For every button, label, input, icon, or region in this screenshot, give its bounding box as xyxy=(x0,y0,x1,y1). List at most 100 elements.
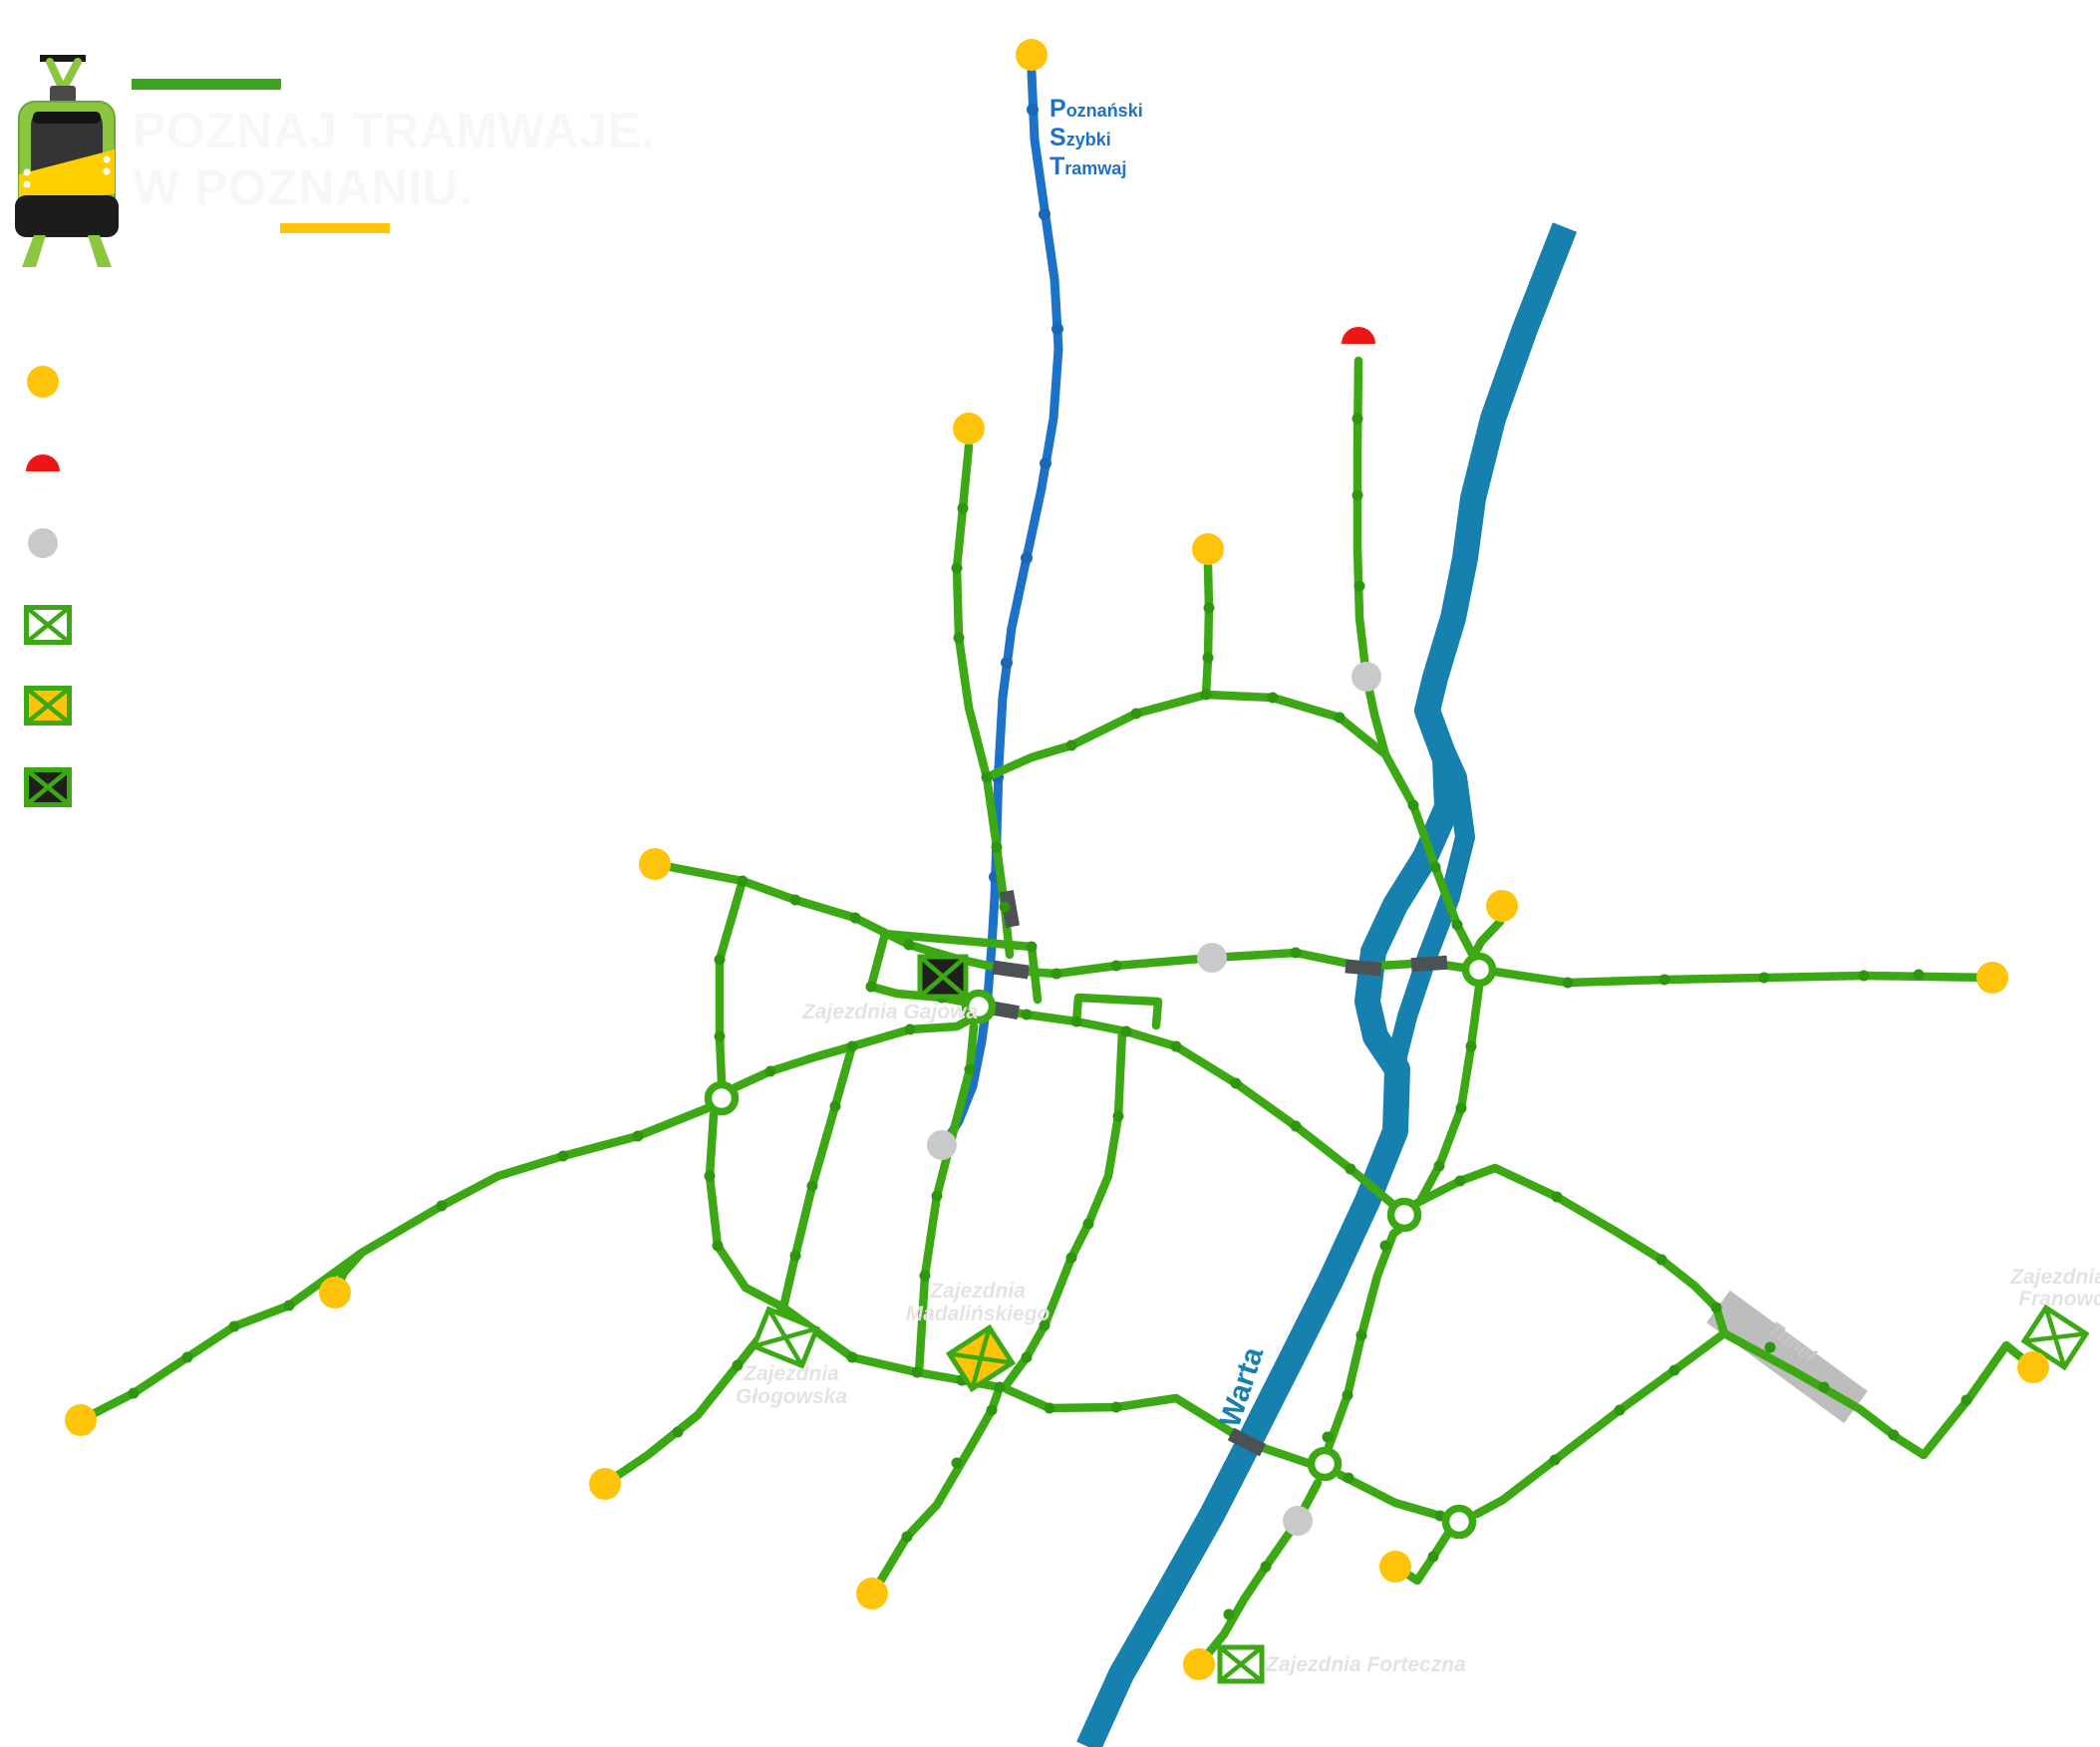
tram-stop xyxy=(1379,1240,1391,1252)
tram-stop xyxy=(1044,1402,1055,1414)
tram-stop xyxy=(1112,1110,1124,1122)
tram-stop xyxy=(1021,1009,1033,1020)
pst-stop xyxy=(1001,657,1013,669)
warta-river-main xyxy=(1076,222,1578,1747)
terminal-stop xyxy=(319,1277,351,1309)
tram-line-segment xyxy=(1201,561,1214,700)
map-label: Zajezdnia xyxy=(2009,1266,2100,1289)
tram-stop xyxy=(1267,692,1279,704)
tram-stop xyxy=(1710,1302,1722,1313)
tram-stop xyxy=(1343,1472,1354,1484)
map-label: Głogowska xyxy=(736,1385,847,1408)
interchange-stop xyxy=(961,989,997,1024)
bridge-bar xyxy=(1345,959,1382,977)
tram-stop xyxy=(1429,861,1441,873)
map-label: Zajezdnia xyxy=(929,1280,1026,1303)
tram-stop xyxy=(283,1300,295,1311)
terminal-stop xyxy=(639,848,671,880)
terminal-stop xyxy=(1016,39,1048,71)
interchange-stop xyxy=(704,1080,740,1116)
poster-title-line1: POZNAJ TRAMWAJE. xyxy=(133,103,656,158)
pst-stop xyxy=(1051,323,1063,335)
depot-glogowska xyxy=(750,1306,820,1369)
tram-lines xyxy=(76,356,2038,1667)
tram-stop xyxy=(1888,1429,1900,1441)
tram-stop xyxy=(901,1531,913,1543)
bridge-marker xyxy=(992,960,1030,980)
tram-stop xyxy=(1614,1404,1626,1416)
warta-river xyxy=(1076,222,1578,1747)
closed-stop xyxy=(1351,662,1381,692)
closed-stop xyxy=(1197,943,1227,973)
terminal-stop xyxy=(1183,1648,1215,1680)
pst-label-line: Tramwaj xyxy=(1050,152,1126,180)
depot-forteczna xyxy=(1217,1644,1265,1684)
tram-line-segment xyxy=(705,1109,788,1312)
pst-stop xyxy=(1039,208,1050,220)
tram-line-segment xyxy=(1071,993,1163,1030)
tram-stop xyxy=(1764,1341,1776,1353)
legend-terminal-icon xyxy=(27,366,59,398)
tram-stop xyxy=(1203,602,1215,614)
interchange-stop xyxy=(1386,1197,1422,1233)
tram-stop xyxy=(986,1404,998,1416)
tram-stop xyxy=(1322,1431,1334,1443)
tram-stop xyxy=(1050,968,1062,980)
tram-stop xyxy=(849,912,861,924)
tram-stop xyxy=(436,1200,448,1212)
tram-stop xyxy=(1351,489,1363,501)
tram-stop xyxy=(1355,1329,1367,1341)
tram-stop xyxy=(1260,1561,1272,1573)
bridge-bar xyxy=(1227,1427,1267,1457)
depot-cross xyxy=(949,1326,1013,1390)
pst-label-line: Poznański xyxy=(1050,95,1143,123)
tram-stop xyxy=(1818,1381,1830,1393)
depot-cross xyxy=(918,955,968,999)
depot-franowo xyxy=(2020,1304,2090,1371)
tram-stop xyxy=(714,1030,726,1042)
tram-stop xyxy=(953,632,965,644)
tram-stop xyxy=(981,771,993,783)
depot-cross xyxy=(1218,1645,1264,1683)
tram-stop xyxy=(1913,969,1925,981)
tram-stop xyxy=(1549,1454,1561,1466)
tram-stop xyxy=(1658,974,1670,986)
tram-stop xyxy=(1353,580,1365,592)
tram-stop xyxy=(991,841,1003,853)
terminal-stop xyxy=(1486,890,1518,922)
closed-stop xyxy=(1283,1506,1313,1536)
tram-stop xyxy=(1200,689,1212,701)
pst-track xyxy=(940,67,1063,1148)
tram-stop xyxy=(1290,1120,1302,1132)
tram-line-segment xyxy=(1323,1222,1407,1455)
depot-cross xyxy=(25,686,71,726)
tram-line-segment xyxy=(715,876,748,1087)
tram-stop xyxy=(931,1190,943,1202)
depot-gajowa xyxy=(917,954,969,1000)
tram-line-segment xyxy=(952,441,1015,960)
tram-stop xyxy=(951,562,963,574)
tram-stop xyxy=(1758,972,1770,984)
tram-line-segment xyxy=(1000,1026,1127,1392)
tram-line-segment xyxy=(914,1021,979,1377)
tram-line-segment xyxy=(1336,1470,1448,1522)
tram-stop xyxy=(632,1130,644,1142)
tram-stop xyxy=(911,1366,923,1378)
tram-line-segment xyxy=(982,690,1477,959)
tram-line-segment xyxy=(866,929,973,1008)
tram-stop xyxy=(1351,413,1363,425)
terminal-stop xyxy=(953,413,985,444)
tram-line-segment xyxy=(1490,967,1997,988)
tram-stop xyxy=(1858,970,1870,982)
interchange-stop xyxy=(1307,1446,1343,1482)
tram-stop xyxy=(1170,1040,1182,1052)
tram-stop xyxy=(846,1351,858,1363)
tram-stop xyxy=(1130,708,1142,720)
tram-stop xyxy=(1039,1319,1050,1331)
tram-stop xyxy=(1202,652,1214,664)
terminal-stop xyxy=(1192,533,1224,565)
tram-line-segment xyxy=(1472,1328,1729,1519)
tram-stop xyxy=(1120,1025,1132,1037)
tram-line-segment xyxy=(1352,356,1390,759)
